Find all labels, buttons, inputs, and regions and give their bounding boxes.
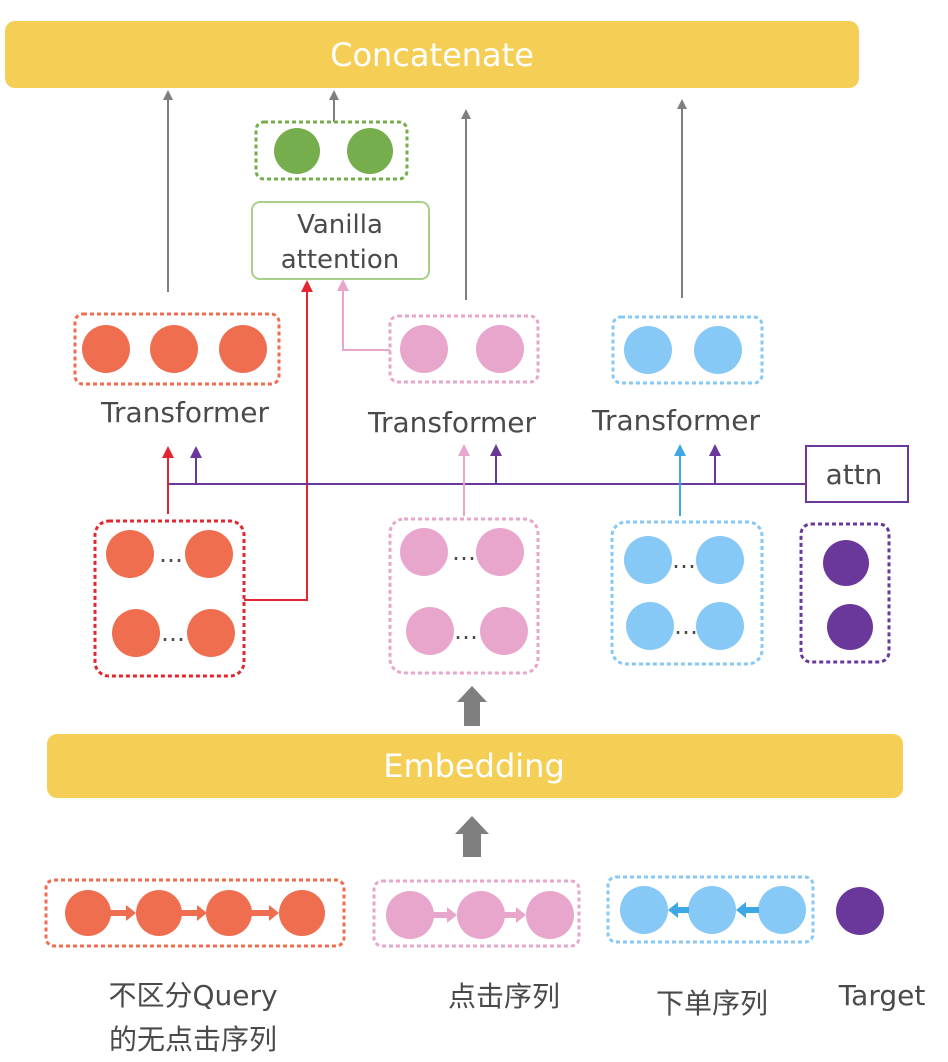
sequence-arrow <box>504 907 526 923</box>
ellipsis: … <box>161 619 185 647</box>
ellipsis: … <box>159 540 183 568</box>
arrow-red-to-attention <box>244 280 313 601</box>
blue-output-node <box>624 326 672 374</box>
orange-embedding-node <box>185 530 233 578</box>
blue-embedding-node <box>696 602 744 650</box>
attn-box <box>805 445 909 503</box>
order-sequence-group <box>606 875 815 944</box>
pink-embedding-node <box>480 607 528 655</box>
order-sequence-node <box>688 886 736 934</box>
sequence-arrow <box>181 905 207 921</box>
pink-output-node <box>476 325 524 373</box>
blue-embedding-node <box>626 602 674 650</box>
sequence-arrow <box>668 902 689 918</box>
sequence-arrow <box>110 905 136 921</box>
concatenate-banner <box>5 21 859 88</box>
pink-embedding-node <box>476 528 524 576</box>
query-sequence-label-line2: 的无点击序列 <box>109 1023 277 1056</box>
query-sequence-node <box>206 890 252 936</box>
transformer-label-blue: Transformer <box>591 404 761 437</box>
click-sequence-node <box>457 891 505 939</box>
order-sequence-label: 下单序列 <box>656 987 768 1020</box>
orange-embedding-node <box>106 530 154 578</box>
query-sequence-node <box>136 890 182 936</box>
click-sequence-node <box>386 891 434 939</box>
target-label: Target <box>838 979 926 1012</box>
click-sequence-node <box>526 891 574 939</box>
target-embedding-group <box>799 522 891 664</box>
pink-embedding-node <box>406 607 454 655</box>
transformer-label-pink: Transformer <box>367 406 537 439</box>
attention-output-node <box>274 128 320 174</box>
pink-transformer-output <box>388 314 540 384</box>
orange-output-node <box>82 325 130 373</box>
query-sequence-label-line1: 不区分Query <box>108 979 277 1012</box>
embedding-banner <box>47 734 903 798</box>
pink-embedding-group <box>388 517 540 675</box>
orange-output-node <box>150 325 198 373</box>
query-sequence-group <box>44 878 346 948</box>
orange-output-node <box>219 325 267 373</box>
attn-label: attn <box>826 458 883 491</box>
orange-embedding-node <box>187 609 235 657</box>
vanilla-attention-line2: attention <box>281 245 400 275</box>
blue-embedding-node <box>624 536 672 584</box>
orange-transformer-output <box>73 312 281 386</box>
order-sequence-node <box>620 886 668 934</box>
target-node <box>836 887 884 935</box>
ellipsis: … <box>452 538 476 566</box>
transformer-label-orange: Transformer <box>100 396 270 429</box>
attention-output-node <box>347 128 393 174</box>
ellipsis: … <box>672 546 696 574</box>
attention-output-group <box>254 120 409 181</box>
query-sequence-node <box>279 890 325 936</box>
vanilla-attention-line1: Vanilla <box>297 210 383 240</box>
ellipsis: … <box>674 612 698 640</box>
target-embedding-node <box>823 540 869 586</box>
query-sequence-node <box>65 890 111 936</box>
blue-output-node <box>694 326 742 374</box>
up-arrow-from-embedding <box>457 686 487 726</box>
pink-output-node <box>400 325 448 373</box>
pink-embedding-node <box>400 528 448 576</box>
orange-embedding-group <box>93 519 246 678</box>
embedding-label: Embedding <box>383 747 565 785</box>
click-sequence-group <box>372 879 581 948</box>
sequence-arrow <box>251 905 279 921</box>
sequence-arrow <box>736 902 759 918</box>
arrow-pink-to-attention <box>337 279 390 351</box>
up-arrow-to-embedding <box>455 816 489 857</box>
concatenate-label: Concatenate <box>330 36 534 74</box>
target-embedding-node <box>827 604 873 650</box>
blue-transformer-output <box>611 315 764 385</box>
order-sequence-node <box>758 886 806 934</box>
click-sequence-label: 点击序列 <box>448 980 560 1013</box>
ellipsis: … <box>454 617 478 645</box>
orange-embedding-node <box>112 609 160 657</box>
blue-embedding-node <box>696 536 744 584</box>
sequence-arrow <box>433 907 457 923</box>
